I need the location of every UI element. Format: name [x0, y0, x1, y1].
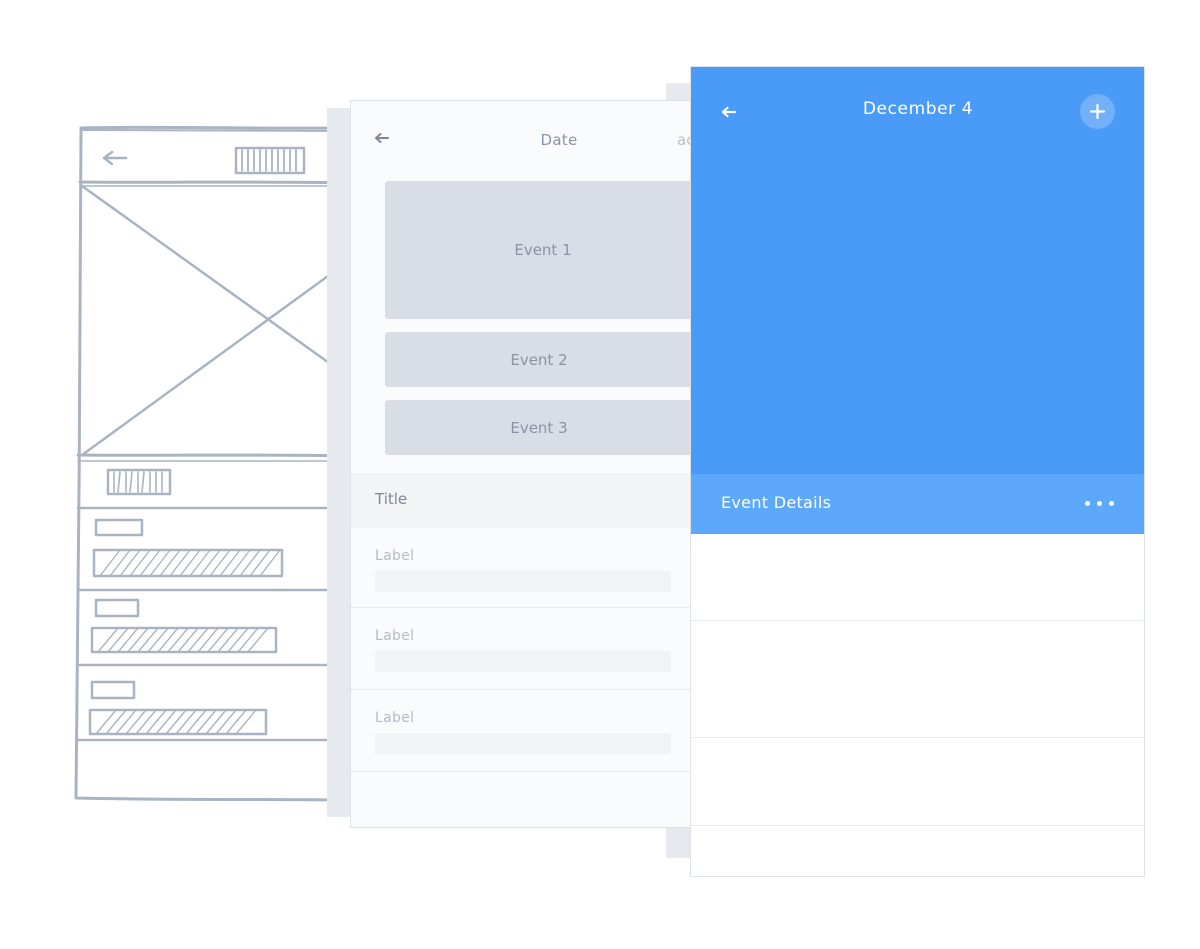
form-field: Label [351, 690, 690, 772]
hero-image-area [691, 67, 1144, 474]
row-divider [691, 737, 1144, 738]
arrow-left-icon[interactable] [719, 102, 739, 122]
cut-off-text: ac [677, 131, 690, 149]
plus-icon [1089, 103, 1106, 120]
middle-mockup: Date ac Event 1 Event 2 Event 3 Title La… [350, 100, 690, 828]
event-label: Event 2 [510, 350, 568, 369]
text-input[interactable] [375, 571, 671, 592]
text-input[interactable] [375, 651, 671, 672]
form-field: Label [351, 608, 690, 690]
section-title: Title [351, 473, 690, 528]
event-label: Event 1 [514, 241, 572, 259]
date-title: December 4 [862, 99, 974, 119]
row-divider [691, 620, 1144, 621]
field-label: Label [375, 548, 415, 564]
row-divider [691, 825, 1144, 826]
text-input[interactable] [375, 733, 671, 754]
right-mockup: December 4 Event Details [690, 66, 1145, 877]
more-dots-icon[interactable] [1083, 496, 1117, 512]
event-details-label: Event Details [721, 493, 832, 512]
add-button[interactable] [1080, 94, 1115, 129]
page-title: Date [540, 131, 578, 149]
event-details-bar: Event Details [691, 474, 1144, 534]
backing-strip [327, 108, 351, 817]
field-label: Label [375, 628, 415, 644]
event-card-3[interactable]: Event 3 [385, 400, 690, 455]
event-card-1[interactable]: Event 1 [385, 181, 690, 319]
form-field: Label [351, 528, 690, 608]
sketch-wireframe [74, 125, 354, 802]
field-label: Label [375, 710, 415, 726]
sketch-back-icon [102, 150, 128, 166]
event-label: Event 3 [510, 418, 568, 437]
arrow-left-icon[interactable] [373, 129, 391, 147]
event-card-2[interactable]: Event 2 [385, 332, 690, 387]
